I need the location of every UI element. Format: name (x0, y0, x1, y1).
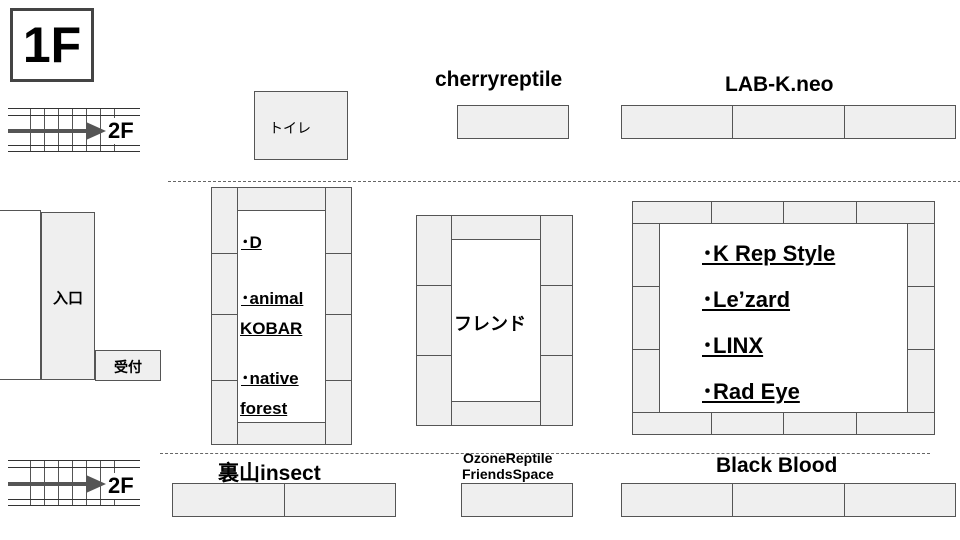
island-left-booth (325, 187, 352, 254)
aisle-line-top (168, 181, 960, 182)
island-right-booth (632, 412, 712, 435)
island-left-item: ･D (241, 233, 262, 252)
island-middle-booth (416, 215, 452, 286)
island-middle-booth (416, 285, 452, 356)
island-right-booth (632, 223, 660, 287)
black-blood-booth (621, 483, 733, 517)
island-right-item: ･K Rep Style (702, 241, 836, 266)
island-left-booth (237, 422, 326, 445)
island-middle-booth (451, 215, 541, 240)
reception-label: 受付 (114, 359, 142, 375)
island-right-booth (783, 412, 857, 435)
island-middle-booth (416, 355, 452, 426)
floor-label: 1F (22, 17, 82, 73)
stairs-top-label: 2F (108, 118, 134, 144)
island-left-item: KOBAR (240, 319, 303, 338)
island-right-booth (783, 201, 857, 224)
island-right-booth (907, 223, 935, 287)
island-left-booth (211, 187, 238, 254)
island-right-item: ･LINX (702, 333, 764, 358)
island-left-booth (211, 314, 238, 381)
island-right-booth (907, 286, 935, 350)
island-left-booth (325, 314, 352, 381)
island-middle-booth (540, 355, 573, 426)
island-left-booth (211, 253, 238, 315)
ozone-label-line1: OzoneReptile (463, 450, 553, 466)
black-blood-label: Black Blood (716, 454, 838, 477)
lab-k-booth (844, 105, 956, 139)
island-right-booth (632, 286, 660, 350)
island-left-booth (237, 187, 326, 211)
island-middle-booth (540, 215, 573, 286)
island-left-item: ･native (241, 369, 299, 388)
entrance: 入口 (41, 212, 95, 380)
cherryreptile-label: cherryreptile (435, 68, 563, 91)
black-blood-booth (732, 483, 845, 517)
island-right-booth (711, 412, 784, 435)
urayama-booth (284, 483, 396, 517)
island-right-booth (856, 201, 935, 224)
black-blood-booth (844, 483, 956, 517)
stairs-bottom-label: 2F (108, 473, 134, 499)
toilet-label: トイレ (269, 120, 311, 136)
island-middle-booth (451, 401, 541, 426)
aisle-line-bottom (160, 453, 930, 454)
toilet: トイレ (254, 91, 348, 160)
island-right-booth (632, 201, 712, 224)
lab-k-booth (732, 105, 845, 139)
lab-k-label: LAB-K.neo (725, 73, 834, 96)
island-left-item: forest (240, 399, 288, 418)
friend-label: フレンド (454, 314, 526, 334)
urayama-booth (172, 483, 285, 517)
entrance-wall (0, 210, 41, 380)
island-right-item: ･Rad Eye (702, 379, 800, 404)
urayama-label: 裏山insect (218, 462, 321, 485)
floor-label-box: 1F (10, 8, 94, 82)
entrance-label: 入口 (52, 290, 83, 307)
island-left-booth (325, 380, 352, 445)
ozone-booth (461, 483, 573, 517)
island-right-booth (711, 201, 784, 224)
lab-k-booth (621, 105, 733, 139)
island-right-booth (856, 412, 935, 435)
island-right-item: ･Le’zard (702, 287, 791, 312)
island-right-booth (907, 349, 935, 413)
cherryreptile-booth (457, 105, 569, 139)
island-left-booth (211, 380, 238, 445)
arrow-right-icon (8, 475, 106, 493)
island-left-booth (325, 253, 352, 315)
island-right-booth (632, 349, 660, 413)
arrow-right-icon (8, 122, 106, 140)
reception: 受付 (95, 350, 161, 381)
island-left-item: ･animal (241, 289, 304, 308)
ozone-label-line2: FriendsSpace (462, 466, 554, 482)
island-middle-booth (540, 285, 573, 356)
